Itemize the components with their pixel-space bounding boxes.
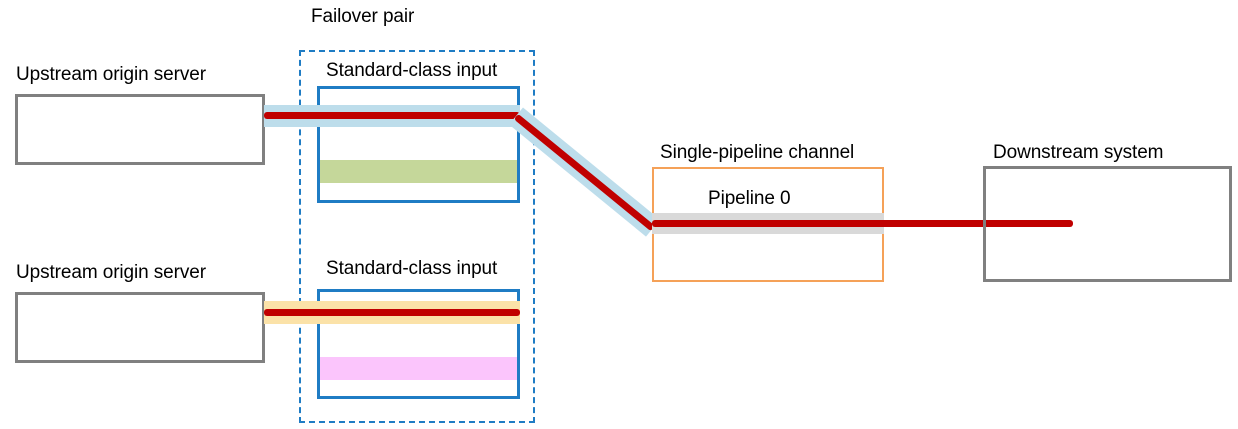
green-band-top xyxy=(320,160,517,183)
downstream-system-box xyxy=(983,166,1232,282)
standard-class-input-top-box xyxy=(317,86,520,203)
single-pipeline-channel-label: Single-pipeline channel xyxy=(660,142,855,163)
red-flow-line-top xyxy=(264,112,520,119)
standard-class-input-top-label: Standard-class input xyxy=(326,60,498,81)
downstream-system-label: Downstream system xyxy=(993,142,1164,163)
pipeline-0-label: Pipeline 0 xyxy=(708,188,791,209)
failover-pair-container xyxy=(299,50,535,423)
upstream-origin-server-bottom-label: Upstream origin server xyxy=(16,262,206,283)
failover-pair-label: Failover pair xyxy=(311,6,415,27)
upstream-origin-server-top-box xyxy=(15,94,265,165)
upstream-origin-server-top-label: Upstream origin server xyxy=(16,64,206,85)
standard-class-input-bottom-label: Standard-class input xyxy=(326,258,498,279)
red-flow-line-bottom xyxy=(264,309,520,316)
upstream-origin-server-bottom-box xyxy=(15,292,265,363)
pink-band-bottom xyxy=(320,357,517,380)
standard-class-input-bottom-box xyxy=(317,289,520,399)
red-flow-line-to-downstream xyxy=(652,220,1073,227)
